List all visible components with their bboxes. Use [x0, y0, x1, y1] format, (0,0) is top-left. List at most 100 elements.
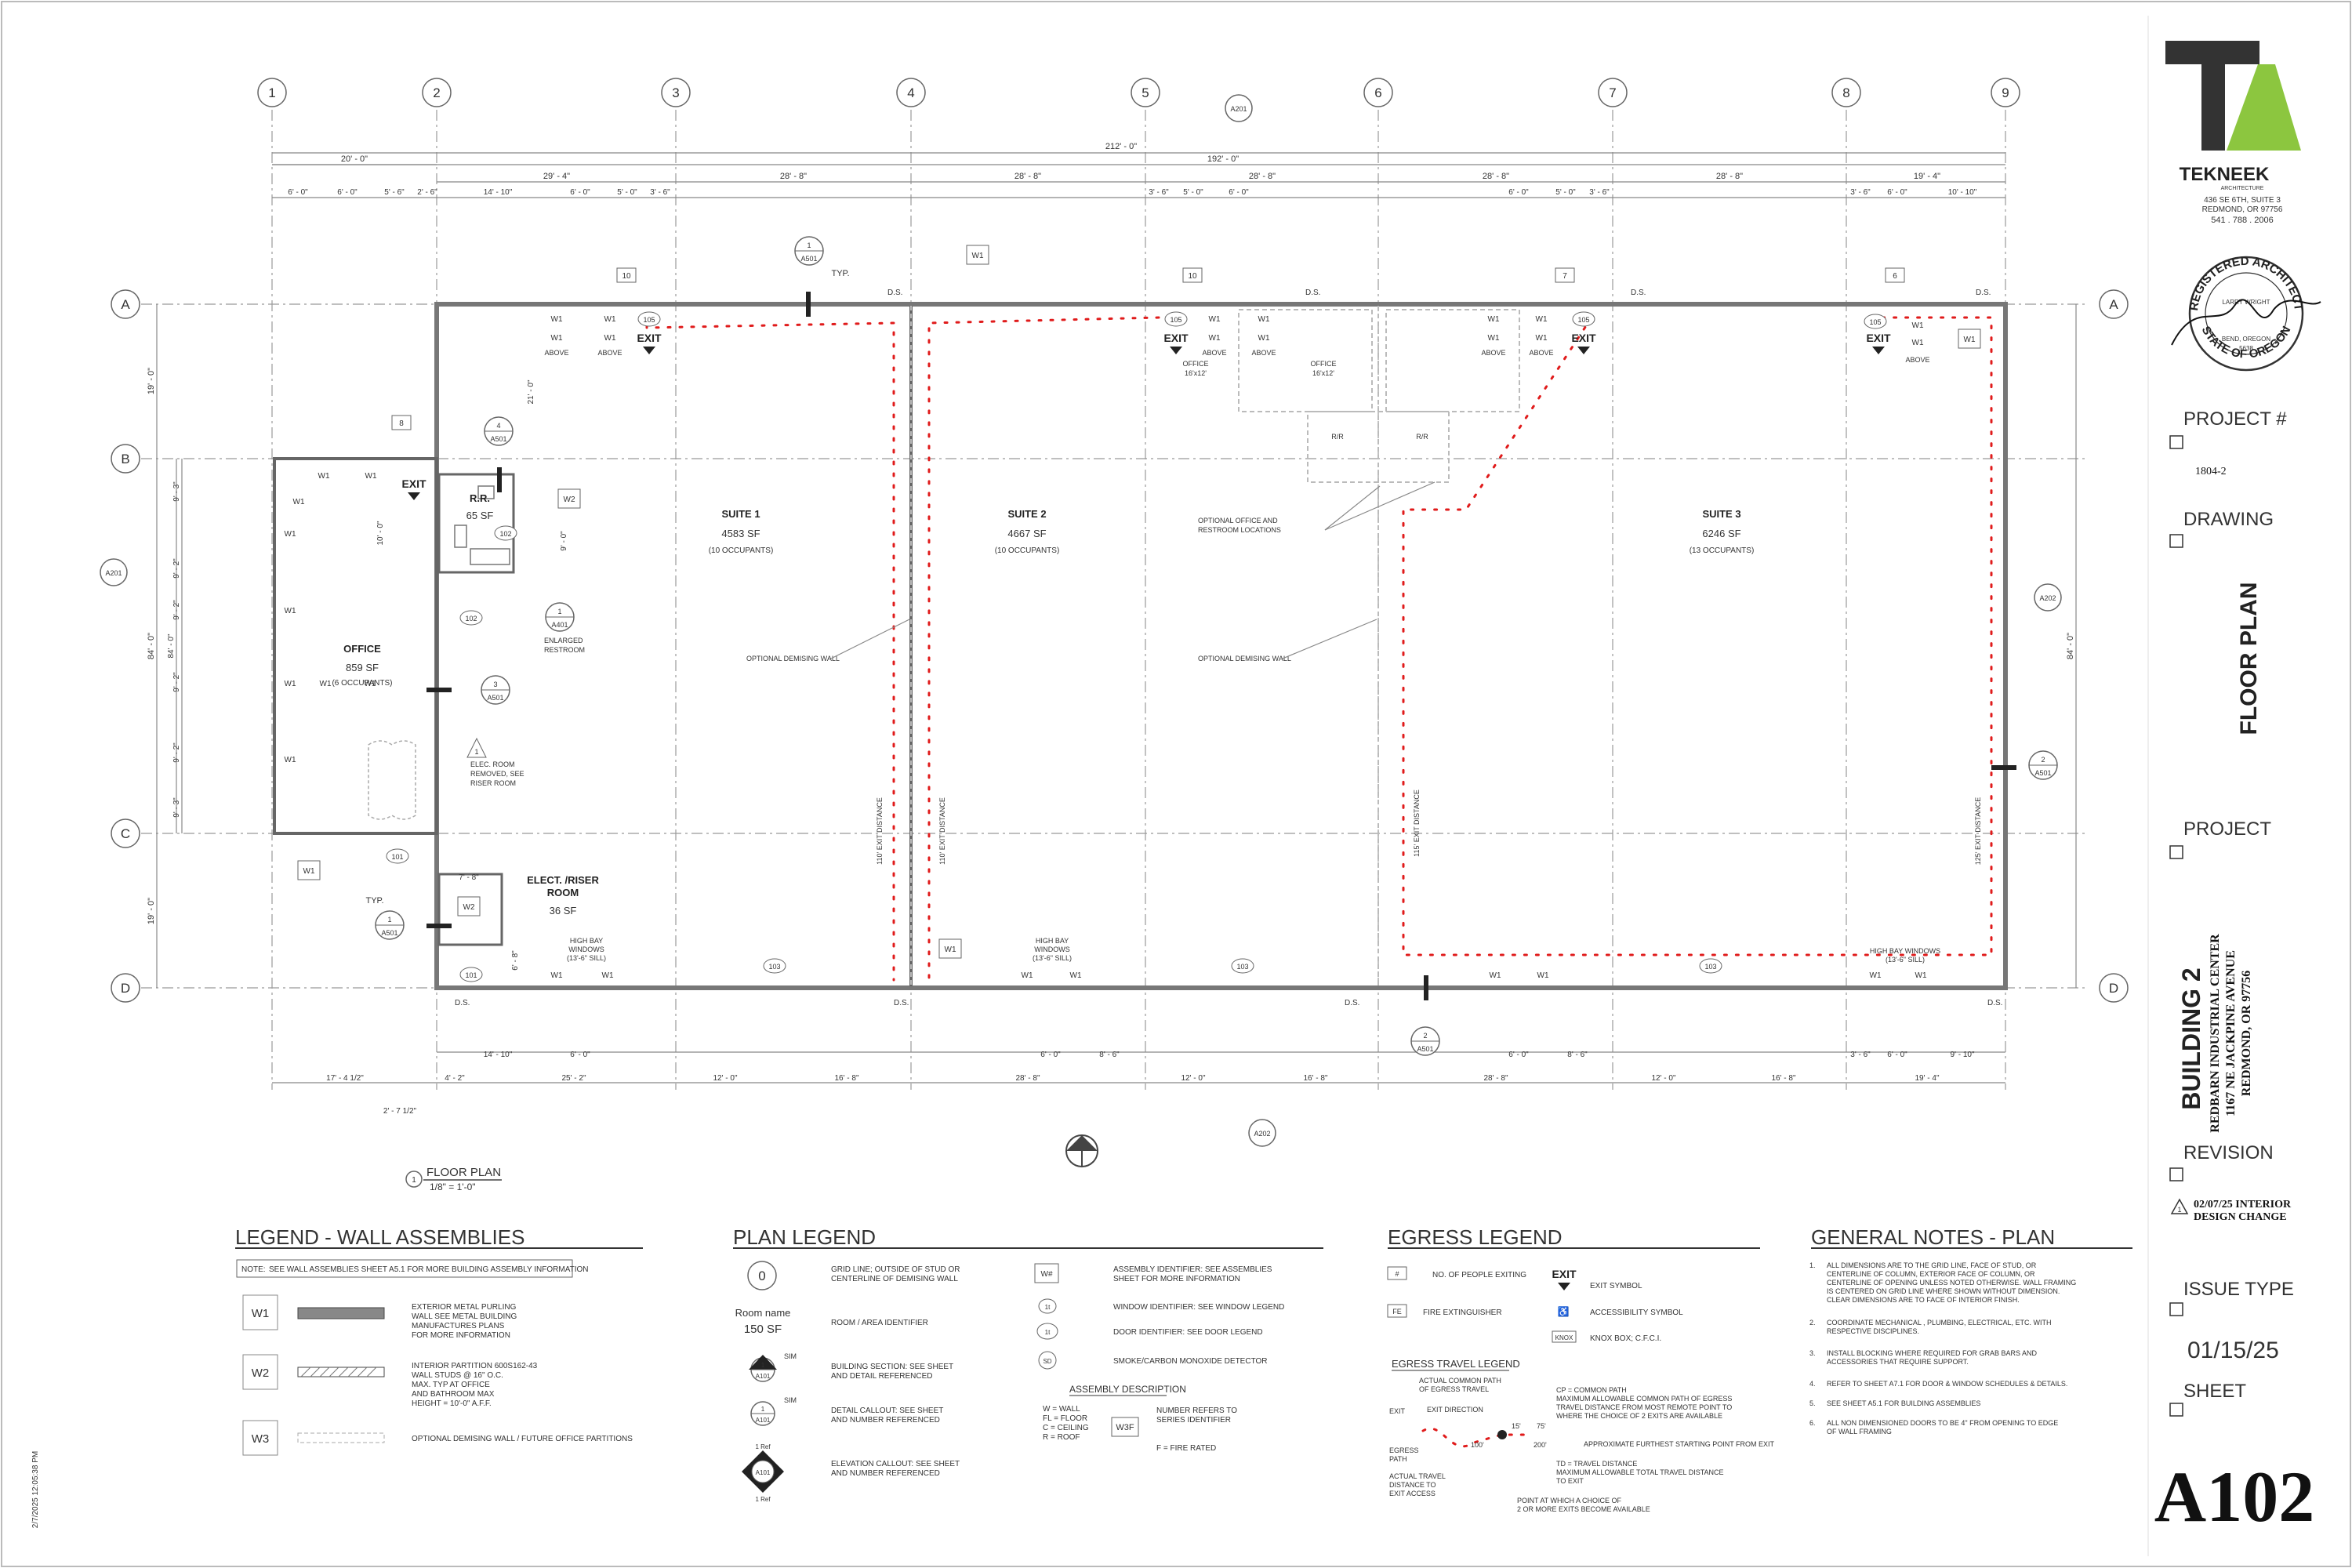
svg-text:W = WALL: W = WALL	[1043, 1405, 1080, 1414]
svg-text:ROOM / AREA IDENTIFIER: ROOM / AREA IDENTIFIER	[831, 1319, 928, 1327]
svg-text:1: 1	[474, 748, 478, 756]
svg-text:SIM: SIM	[784, 1396, 797, 1404]
svg-text:1: 1	[2177, 1206, 2181, 1214]
svg-text:F = FIRE RATED: F = FIRE RATED	[1156, 1444, 1216, 1453]
svg-text:(13'-6" SILL): (13'-6" SILL)	[1033, 954, 1072, 962]
svg-text:1t: 1t	[1045, 1304, 1051, 1311]
svg-text:REVISION: REVISION	[2183, 1142, 2274, 1163]
svg-text:B: B	[121, 452, 129, 466]
svg-text:ABOVE: ABOVE	[544, 349, 568, 357]
svg-text:W1: W1	[303, 867, 315, 876]
svg-text:WALL STUDS @ 16" O.C.: WALL STUDS @ 16" O.C.	[412, 1371, 503, 1380]
door-tags: 10 10 7 6 8 105 105 105 105 102 102 101 …	[386, 267, 1905, 982]
svg-text:4.: 4.	[1809, 1380, 1816, 1388]
svg-text:W1: W1	[551, 971, 563, 980]
svg-text:200': 200'	[1534, 1441, 1547, 1449]
svg-text:6' - 0": 6' - 0"	[1887, 188, 1907, 197]
room-suite-3: SUITE 3 6246 SF (13 OCCUPANTS)	[1690, 508, 1755, 555]
svg-text:20' - 0": 20' - 0"	[341, 154, 368, 164]
left-dimensions: 84' - 0" 19' - 0" 19' - 0" 84' - 0" 9' -…	[147, 304, 2077, 988]
svg-text:19' - 0": 19' - 0"	[147, 368, 156, 394]
svg-text:LARRY WRIGHT: LARRY WRIGHT	[2222, 299, 2270, 306]
svg-text:84' - 0": 84' - 0"	[147, 633, 156, 659]
svg-text:ROOM: ROOM	[547, 887, 579, 898]
svg-text:29' - 4": 29' - 4"	[543, 172, 570, 181]
grid-bubble-1: 1	[257, 78, 287, 107]
svg-text:FE: FE	[1392, 1308, 1402, 1316]
svg-text:W1: W1	[293, 498, 305, 506]
svg-text:OFFICE: OFFICE	[1311, 360, 1337, 368]
svg-text:6246 SF: 6246 SF	[1702, 528, 1740, 539]
svg-text:EGRESS: EGRESS	[1389, 1446, 1419, 1454]
svg-text:3' - 6": 3' - 6"	[1850, 1051, 1871, 1059]
svg-text:D.S.: D.S.	[455, 999, 470, 1007]
grid-bubble-8: 8	[1831, 78, 1861, 107]
legend-wall-assemblies: LEGEND - WALL ASSEMBLIES NOTE: SEE WALL …	[235, 1225, 643, 1456]
svg-text:EXIT: EXIT	[401, 477, 426, 490]
svg-text:W1: W1	[1488, 334, 1500, 343]
svg-text:10: 10	[622, 272, 631, 281]
svg-text:25' - 2": 25' - 2"	[561, 1074, 586, 1083]
svg-text:W1: W1	[1912, 339, 1924, 347]
svg-text:RESTROOM LOCATIONS: RESTROOM LOCATIONS	[1198, 526, 1281, 534]
svg-text:ABOVE: ABOVE	[1202, 349, 1226, 357]
svg-text:EXTERIOR METAL PURLING: EXTERIOR METAL PURLING	[412, 1303, 517, 1312]
svg-text:10' - 10": 10' - 10"	[1948, 188, 1977, 197]
svg-text:W1: W1	[285, 530, 296, 539]
svg-text:C: C	[121, 826, 130, 841]
svg-text:36 SF: 36 SF	[550, 905, 577, 916]
svg-text:6: 6	[1893, 272, 1897, 281]
exit-sign-4: EXIT	[1866, 332, 1891, 354]
svg-text:(10 OCCUPANTS): (10 OCCUPANTS)	[709, 546, 774, 555]
elevation-a202-right: A202	[2034, 583, 2062, 612]
svg-text:9' - 0": 9' - 0"	[560, 531, 568, 551]
svg-text:A501: A501	[2034, 769, 2051, 777]
svg-text:TYP.: TYP.	[831, 269, 849, 278]
svg-text:W1: W1	[551, 315, 563, 324]
svg-text:D.S.: D.S.	[1987, 999, 2002, 1007]
grid-bubbles-rows: A B C D A D	[111, 289, 2129, 1003]
svg-text:OPTIONAL OFFICE AND: OPTIONAL OFFICE AND	[1198, 517, 1278, 524]
svg-text:PLAN LEGEND: PLAN LEGEND	[733, 1225, 876, 1249]
exit-sign-5: EXIT	[401, 477, 426, 500]
svg-text:(10 OCCUPANTS): (10 OCCUPANTS)	[995, 546, 1060, 555]
svg-text:7: 7	[1609, 85, 1616, 100]
svg-text:EXIT: EXIT	[1163, 332, 1189, 344]
svg-text:RESTROOM: RESTROOM	[544, 646, 585, 654]
svg-text:REMOVED, SEE: REMOVED, SEE	[470, 770, 524, 778]
svg-text:AND BATHROOM MAX: AND BATHROOM MAX	[412, 1390, 495, 1399]
svg-text:4667 SF: 4667 SF	[1007, 528, 1046, 539]
svg-text:CENTERLINE OF OPENING UNLESS N: CENTERLINE OF OPENING UNLESS NOTED OTHER…	[1827, 1279, 2076, 1287]
svg-text:W1: W1	[1915, 971, 1927, 980]
legend-egress: EGRESS LEGEND # NO. OF PEOPLE EXITING EX…	[1387, 1225, 1775, 1513]
svg-text:A202: A202	[1254, 1130, 1270, 1138]
svg-text:6' - 0": 6' - 0"	[1508, 188, 1529, 197]
svg-text:1: 1	[807, 241, 811, 249]
svg-text:WINDOWS: WINDOWS	[1034, 946, 1070, 953]
svg-text:D: D	[2109, 981, 2118, 996]
title-block: TEKNEEK ARCHITECTURE 436 SE 6TH, SUITE 3…	[2147, 16, 2321, 1556]
svg-text:A101: A101	[756, 1417, 771, 1424]
grid-bubble-7: 7	[1598, 78, 1628, 107]
svg-text:W1: W1	[1209, 334, 1221, 343]
svg-text:SMOKE/CARBON MONOXIDE DETECTOR: SMOKE/CARBON MONOXIDE DETECTOR	[1113, 1357, 1268, 1366]
svg-text:APPROXIMATE FURTHEST STARTING: APPROXIMATE FURTHEST STARTING POINT FROM…	[1584, 1440, 1775, 1448]
svg-text:ALL NON DIMENSIONED DOORS TO B: ALL NON DIMENSIONED DOORS TO BE 4" FROM …	[1827, 1419, 2058, 1427]
svg-text:65 SF: 65 SF	[466, 510, 494, 521]
svg-text:A201: A201	[105, 569, 122, 577]
svg-text:C = CEILING: C = CEILING	[1043, 1424, 1089, 1432]
svg-text:W1: W1	[1070, 971, 1082, 980]
callout-1-elec-removed: 1	[466, 737, 487, 758]
grid-bubble-c-left: C	[111, 818, 140, 848]
svg-text:A202: A202	[2039, 594, 2056, 602]
svg-text:#: #	[1395, 1270, 1399, 1278]
svg-text:EGRESS LEGEND: EGRESS LEGEND	[1388, 1225, 1563, 1249]
svg-text:(13'-6" SILL): (13'-6" SILL)	[1886, 956, 1925, 964]
svg-text:Room name: Room name	[735, 1307, 791, 1319]
svg-text:125' EXIT DISTANCE: 125' EXIT DISTANCE	[1974, 797, 1982, 865]
svg-text:A: A	[121, 297, 130, 312]
svg-text:21' - 0": 21' - 0"	[527, 379, 535, 404]
svg-text:ACTUAL COMMON PATH: ACTUAL COMMON PATH	[1419, 1377, 1501, 1385]
